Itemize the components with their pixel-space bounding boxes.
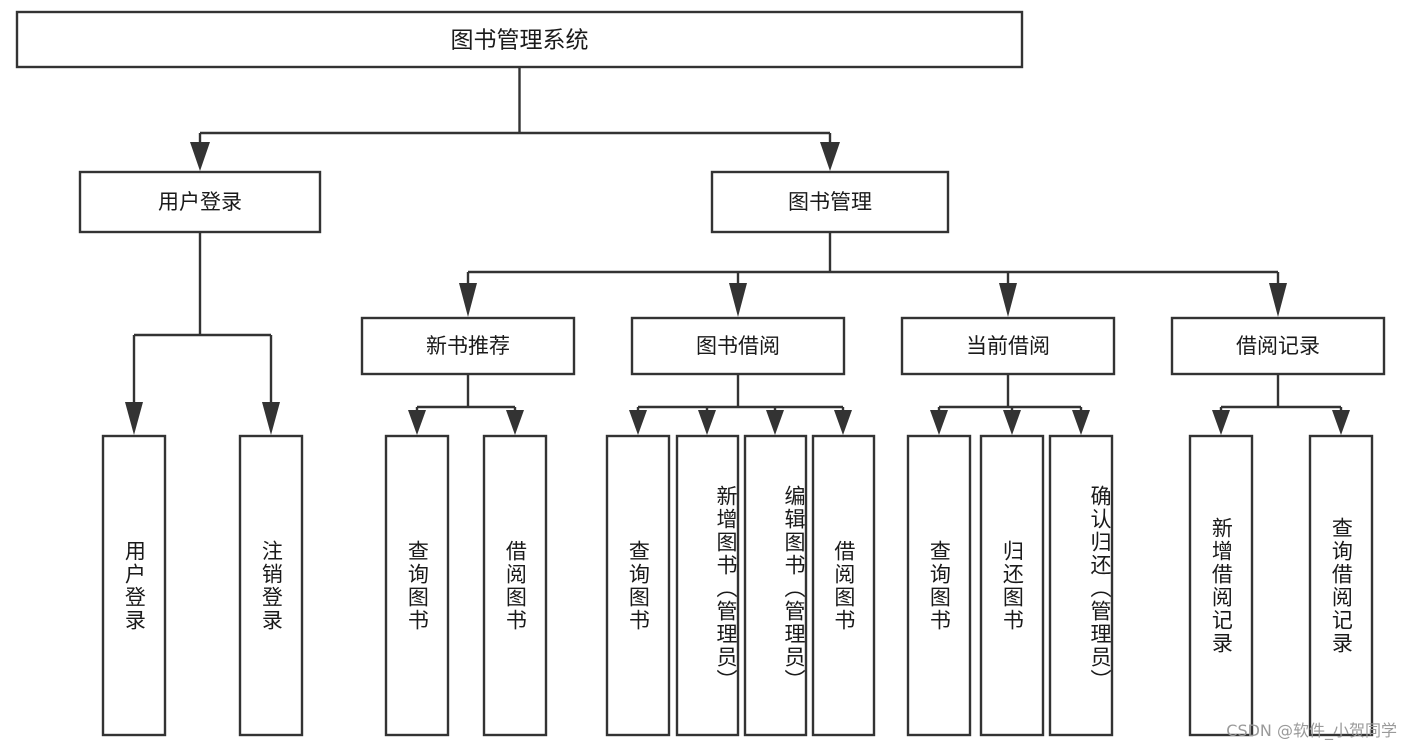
- arrow-head-current-borrow: [999, 283, 1017, 317]
- node-box-leaf-user-login[interactable]: [101, 434, 167, 737]
- node-box-borrow-record[interactable]: [1170, 316, 1386, 376]
- node-box-leaf-borrow-book-new[interactable]: [482, 434, 548, 737]
- node-box-book-management[interactable]: [710, 170, 950, 234]
- arrow-head-leaf-add-book-admin: [698, 410, 716, 435]
- connector-group-book-management: [459, 232, 1287, 317]
- arrow-head-book-borrow: [729, 283, 747, 317]
- arrow-head-borrow-record: [1269, 283, 1287, 317]
- arrow-head-user-login: [190, 142, 210, 171]
- arrow-head-leaf-edit-book-admin: [766, 410, 784, 435]
- arrow-head-leaf-query-book-borrow: [629, 410, 647, 435]
- csdn-watermark: CSDN @软件_小贺同学: [1226, 721, 1397, 740]
- arrow-head-leaf-logout: [262, 402, 280, 435]
- node-root[interactable]: 图书管理系统: [15, 10, 1024, 69]
- arrow-head-leaf-query-book-current: [930, 410, 948, 435]
- node-current-borrow[interactable]: 当前借阅: [900, 316, 1116, 376]
- arrow-head-new-book-recommend: [459, 283, 477, 317]
- node-box-leaf-query-borrow-record[interactable]: [1308, 434, 1374, 737]
- connector-group-current-borrow: [930, 374, 1090, 435]
- arrow-head-leaf-borrow-book-new: [506, 410, 524, 435]
- node-box-leaf-query-book-new[interactable]: [384, 434, 450, 737]
- node-label-root: 图书管理系统: [451, 28, 589, 54]
- node-box-root[interactable]: [15, 10, 1024, 69]
- node-label-user-login: 用户登录: [158, 190, 242, 214]
- node-book-management[interactable]: 图书管理: [710, 170, 950, 234]
- arrow-head-leaf-add-borrow-record: [1212, 410, 1230, 435]
- node-box-user-login[interactable]: [78, 170, 322, 234]
- node-box-leaf-edit-book-admin[interactable]: [743, 434, 808, 737]
- arrow-head-leaf-confirm-return-admin: [1072, 410, 1090, 435]
- node-box-leaf-borrow-book[interactable]: [811, 434, 876, 737]
- node-user-login[interactable]: 用户登录: [78, 170, 322, 234]
- arrow-head-leaf-user-login: [125, 402, 143, 435]
- node-box-leaf-confirm-return-admin[interactable]: [1048, 434, 1114, 737]
- connector-group-root: [190, 67, 840, 171]
- node-label-book-borrow: 图书借阅: [696, 334, 780, 358]
- arrow-head-leaf-return-book: [1003, 410, 1021, 435]
- node-label-current-borrow: 当前借阅: [966, 334, 1050, 358]
- node-new-book-recommend[interactable]: 新书推荐: [360, 316, 576, 376]
- connector-group-book-borrow: [629, 374, 852, 435]
- arrow-head-leaf-query-borrow-record: [1332, 410, 1350, 435]
- connector-group-borrow-record: [1212, 374, 1350, 435]
- node-borrow-record[interactable]: 借阅记录: [1170, 316, 1386, 376]
- leaf-boxes: [101, 434, 1374, 737]
- node-label-new-book-recommend: 新书推荐: [426, 334, 510, 358]
- node-box-current-borrow[interactable]: [900, 316, 1116, 376]
- node-box-book-borrow[interactable]: [630, 316, 846, 376]
- connector-group-new-book-recommend: [408, 374, 524, 435]
- node-box-leaf-return-book[interactable]: [979, 434, 1045, 737]
- node-box-new-book-recommend[interactable]: [360, 316, 576, 376]
- arrow-head-leaf-query-book-new: [408, 410, 426, 435]
- node-box-leaf-add-borrow-record[interactable]: [1188, 434, 1254, 737]
- node-box-leaf-query-book-current[interactable]: [906, 434, 972, 737]
- connector-group-user-login: [125, 232, 280, 435]
- arrow-head-book-management: [820, 142, 840, 171]
- node-box-leaf-logout[interactable]: [238, 434, 304, 737]
- node-label-borrow-record: 借阅记录: [1236, 334, 1320, 358]
- arrow-head-leaf-borrow-book: [834, 410, 852, 435]
- node-label-book-management: 图书管理: [788, 190, 872, 214]
- node-box-leaf-query-book-borrow[interactable]: [605, 434, 671, 737]
- node-book-borrow[interactable]: 图书借阅: [630, 316, 846, 376]
- node-box-leaf-add-book-admin[interactable]: [675, 434, 740, 737]
